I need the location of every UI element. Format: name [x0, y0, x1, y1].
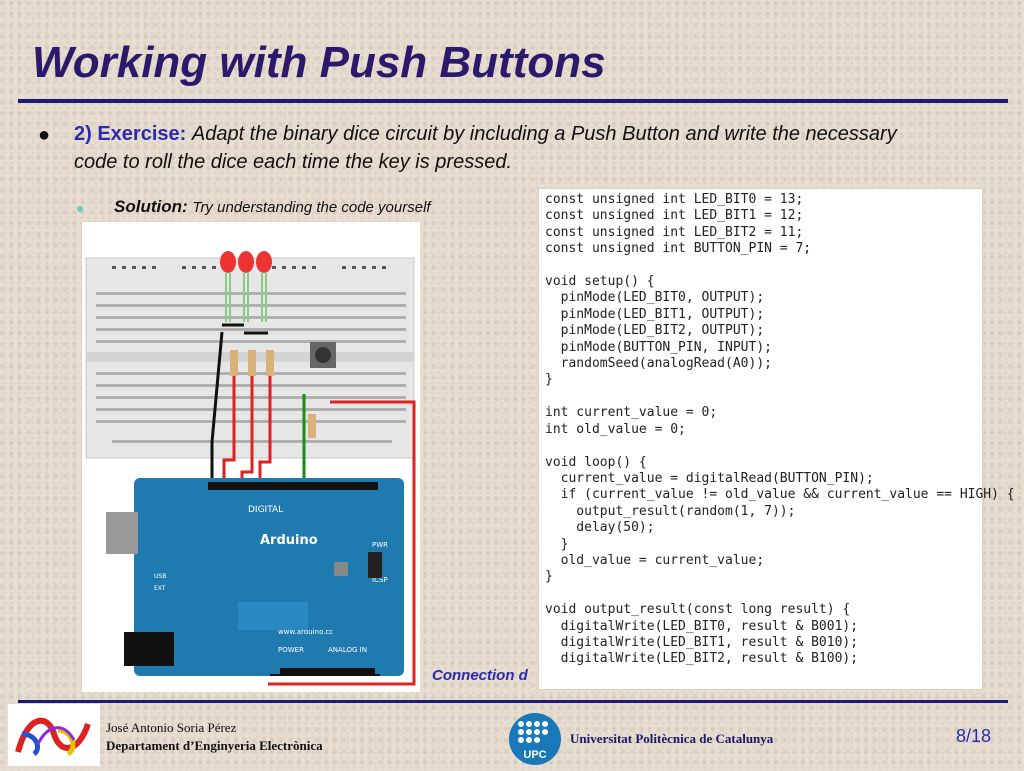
caption-text: Connection d [432, 667, 528, 684]
slide-title: Working with Push Buttons [32, 38, 606, 87]
code-line: delay(50); [545, 520, 655, 536]
title-rule [18, 99, 1008, 103]
author-name: José Antonio Soria Pérez [106, 720, 237, 735]
code-line: } [545, 536, 569, 552]
icsp-label: ICSP [372, 576, 388, 584]
solution-text: Try understanding the code yourself [192, 199, 431, 216]
department-logo [8, 704, 100, 766]
usb-label: USB [154, 573, 166, 580]
university-name: Universitat Politècnica de Catalunya [570, 731, 774, 746]
power-label: POWER [278, 646, 304, 654]
arduino-url: www.arduino.cc [278, 628, 333, 636]
code-line: const unsigned int LED_BIT0 = 13; [545, 192, 804, 207]
led-group [220, 251, 272, 322]
analog-label: ANALOG IN [328, 646, 367, 654]
department-name: Departament d’Enginyeria Electrònica [106, 738, 323, 753]
code-line: pinMode(LED_BIT0, OUTPUT); [545, 290, 765, 306]
code-line: output_result(random(1, 7)); [545, 503, 796, 519]
exercise-text: Adapt the binary dice circuit by includi… [74, 123, 897, 173]
exercise-label: 2) Exercise: [74, 123, 187, 145]
bullet-dot: ● [38, 124, 51, 146]
ext-label: EXT [154, 585, 166, 592]
circuit-diagram: DIGITAL Arduino www.arduino.cc POWER ANA… [82, 222, 420, 692]
arduino-label: Arduino [260, 533, 318, 548]
digital-label: DIGITAL [248, 505, 283, 515]
page-number: 8/18 [956, 726, 992, 746]
code-text: const unsigned int LED_BIT0 = 13; const … [539, 189, 1015, 668]
code-line: } [545, 569, 553, 585]
code-line: digitalWrite(LED_BIT2, result & B100); [545, 651, 859, 667]
code-line: current_value = digitalRead(BUTTON_PIN); [545, 470, 874, 486]
code-line: old_value = current_value; [545, 552, 765, 568]
code-line: void output_result(const long result) { [545, 602, 851, 618]
pwr-label: PWR [372, 541, 388, 549]
code-line: pinMode(BUTTON_PIN, INPUT); [545, 339, 772, 355]
arduino-board [134, 478, 404, 676]
code-line: } [545, 372, 553, 388]
code-line: digitalWrite(LED_BIT0, result & B001); [545, 618, 859, 634]
code-line: void setup() { [545, 274, 655, 290]
upc-logo: UPC [507, 712, 563, 766]
code-line: int old_value = 0; [545, 421, 686, 437]
code-line: void loop() { [545, 454, 647, 470]
footer-rule [18, 700, 1008, 703]
upc-logo-text: UPC [523, 749, 546, 761]
code-listing: const unsigned int LED_BIT0 = 13; const … [538, 188, 1015, 690]
code-line: pinMode(LED_BIT1, OUTPUT); [545, 306, 765, 322]
sub-bullet-dot: ● [76, 200, 85, 216]
code-line: const unsigned int BUTTON_PIN = 7; [545, 241, 812, 257]
solution-label: Solution: [114, 197, 188, 216]
code-line: int current_value = 0; [545, 405, 718, 421]
code-line: const unsigned int LED_BIT1 = 12; [545, 208, 804, 224]
code-line: const unsigned int LED_BIT2 = 11; [545, 224, 804, 240]
code-line: if (current_value != old_value && curren… [545, 487, 1015, 503]
code-line: pinMode(LED_BIT2, OUTPUT); [545, 323, 765, 339]
code-line: digitalWrite(LED_BIT1, result & B010); [545, 634, 859, 650]
code-line: randomSeed(analogRead(A0)); [545, 356, 772, 372]
